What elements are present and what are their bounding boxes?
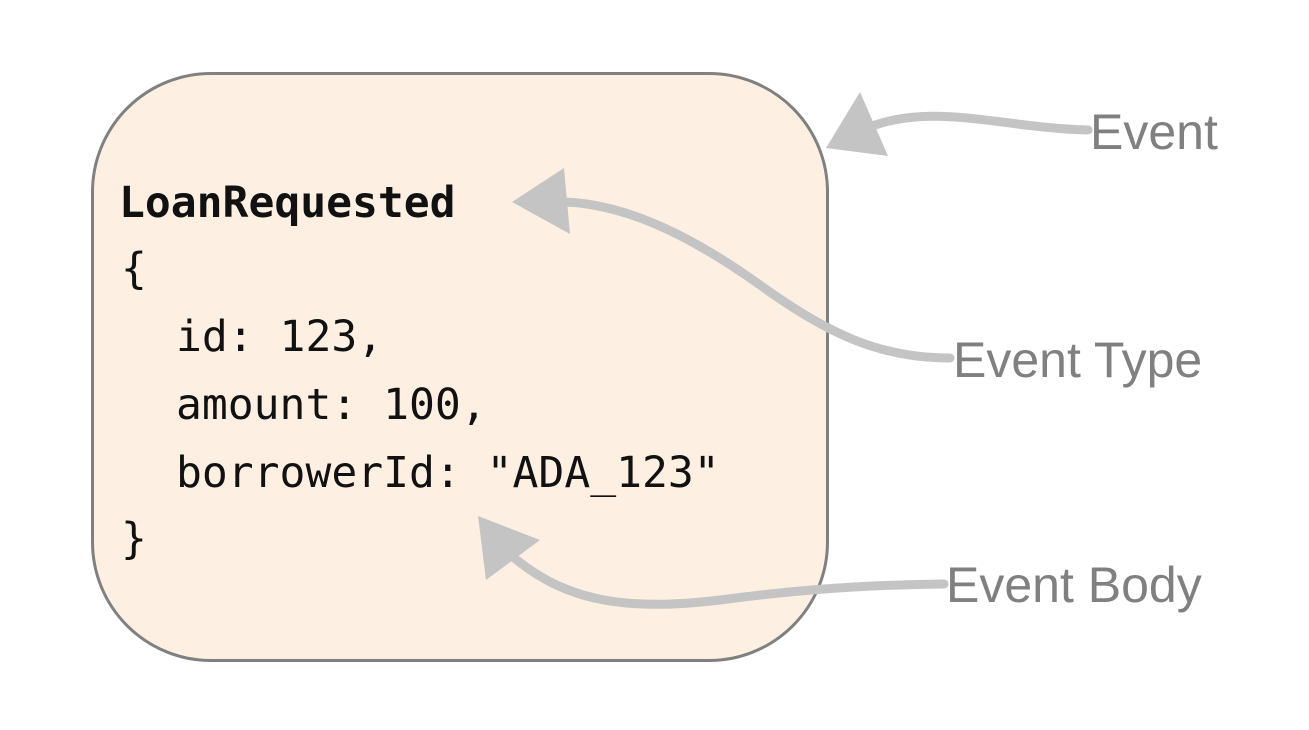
- field-amount: amount: 100,: [176, 380, 487, 430]
- event-type-text: LoanRequested: [119, 178, 456, 228]
- field-borrower-id: borrowerId: "ADA_123": [176, 448, 720, 498]
- event-card: [91, 72, 829, 662]
- event-body-label: Event Body: [946, 557, 1202, 613]
- event-arrow: [857, 111, 1093, 135]
- event-type-label: Event Type: [953, 332, 1203, 388]
- open-brace: {: [121, 244, 147, 294]
- event-arrowhead: [826, 92, 888, 156]
- event-label: Event: [1090, 104, 1218, 160]
- close-brace: }: [121, 514, 147, 564]
- field-id: id: 123,: [176, 312, 384, 362]
